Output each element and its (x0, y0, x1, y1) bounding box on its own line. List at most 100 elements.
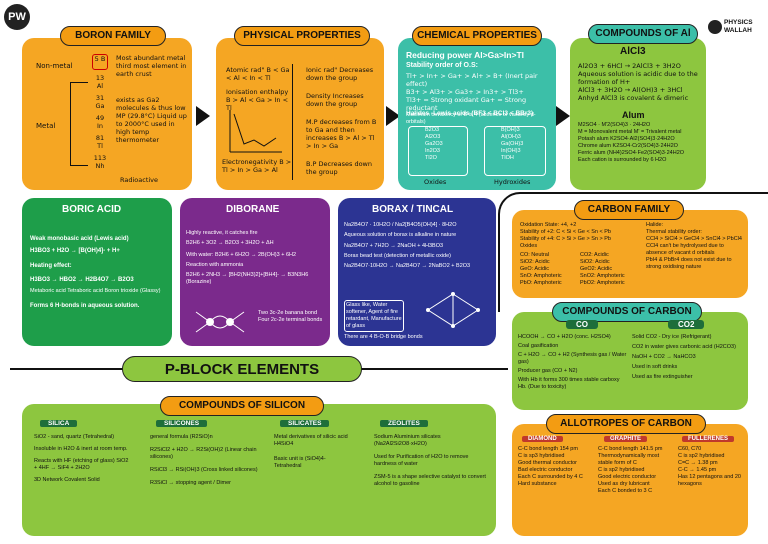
graphite-item: Good electric conductor (598, 474, 657, 480)
boron-family-title: BORON FAMILY (60, 26, 166, 46)
diborane-line: Highly reactive, it catches fire (186, 230, 258, 236)
diborane-line: B2H6 + 3O2 → B2O3 + 3H2O + ΔH (186, 240, 274, 246)
hydroxide-item: B(OH)3 (501, 127, 520, 133)
boric-line: H3BO3 → HBO2 → H2B4O7 → B2O3 (30, 276, 134, 283)
element-nh: 113 Nh (93, 154, 107, 170)
graphite-item: Used as dry lubricant (598, 481, 650, 487)
co-line: With Hb it forms 300 times stable carbox… (518, 377, 620, 390)
diborane-line: With water: B2H6 + 6H2O → 2B(OH)3 + 6H2 (186, 252, 297, 258)
boric-line: Weak monobasic acid (Lewis acid) (30, 236, 129, 242)
element-ga: 31 Ga (95, 94, 105, 110)
boiling-point: B.P Decreases down the group (306, 160, 372, 176)
diborane-title: DIBORANE (226, 204, 280, 215)
diamond-list: C-C bond length 154 pm C is sp3 hybridis… (518, 446, 592, 488)
hydroxide-item: In(OH)3 (501, 148, 521, 154)
oxide-item: Ga2O3 (425, 141, 443, 147)
diborane-lines: Highly reactive, it catches fire B2H6 + … (186, 230, 326, 286)
reducing-power: Reducing power Al>Ga>In>Tl (406, 50, 524, 60)
boric-line: Heating effect: (30, 263, 72, 269)
alcl3-lines: Al2O3 + 6HCl → 2AlCl3 + 3H2O Aqueous sol… (578, 62, 702, 102)
graphite-item: C-C bond length 141.5 pm (598, 446, 663, 452)
alum-line: Ferric alum (NH4)2SO4·Fe2(SO4)3·24H2O (578, 150, 685, 156)
silicates-list: Metal derivatives of silicic acid H4SiO4… (274, 434, 354, 470)
ionisation-graph (229, 110, 282, 153)
fullerenes-title: FULLERENES (682, 436, 735, 442)
alum-line: Each cation is surrounded by 6 H2O (578, 157, 667, 163)
oxide-right-item: SnO2: Amphoteric (580, 273, 625, 279)
physical-properties-card (216, 38, 384, 190)
element-column: 5 B 13 Al 31 Ga 49 In 81 Tl 113 Nh (92, 54, 108, 170)
halide-line: CCl4 can't be hydrolysed due to absence … (646, 243, 724, 256)
co2-label: CO2 (668, 320, 705, 329)
fullerenes-item: C-C → 1.45 pm (678, 467, 717, 473)
graphite-item: Each C bonded to 3 C (598, 488, 653, 494)
brand-name-line1: PHYSICS (724, 19, 753, 26)
oxides-right-col: CO2: Acidic SiO2: Acidic GeO2: Acidic Sn… (580, 252, 636, 287)
co2-lines: Solid CO2 - Dry ice (Refrigerant) CO2 in… (632, 334, 744, 381)
element-tl: 81 Tl (95, 134, 105, 150)
silica-item: 3D Network Covalent Solid (34, 477, 100, 483)
boric-line: H3BO3 + H2O → [B(OH)4]- + H+ (30, 247, 120, 254)
borax-line: Na2B4O7 + 7H2O → 2NaOH + 4H3BO3 (344, 243, 444, 249)
chemical-properties-title: CHEMICAL PROPERTIES (412, 26, 542, 46)
oxide-item: Al2O3 (425, 134, 441, 140)
graphite-item: Thermodynamically most stable form of C (598, 453, 660, 466)
carbon-family-card (512, 210, 748, 298)
silicates-title: SILICATES (280, 420, 330, 427)
borax-line: Aqueous solution of borax is alkaline in… (344, 232, 457, 238)
graphite-list: C-C bond length 141.5 pm Thermodynamical… (598, 446, 674, 495)
borax-card (338, 198, 496, 346)
diborane-line: B2H6 + 2NH3 → [BH2(NH3)2]+[BH4]- → B3N3H… (186, 272, 309, 285)
oxides-box: B2O3 Al2O3 Ga2O3 In2O3 Tl2O (408, 126, 468, 176)
cf-line: Stability of +2: C < Si < Ge < Sn < Pb (520, 229, 611, 235)
silicates-item: Basic unit is (SiO4)4- Tetrahedral (274, 456, 326, 469)
compounds-carbon-title: COMPOUNDS OF CARBON (552, 302, 702, 322)
fullerenes-item: C60, C70 (678, 446, 702, 452)
oxide-left-item: PbO: Amphoteric (520, 280, 562, 286)
alum-heading: Alum (622, 110, 645, 120)
max-covalency: Maximum covalency of B is 4 (absence of … (406, 112, 536, 125)
halide-line: PbI4 & PbBr4 does not exist due to stron… (646, 257, 732, 270)
fullerenes-item: Has 12 pentagons and 20 hexagons (678, 474, 741, 487)
brand-mark-icon (708, 20, 722, 34)
alcl3-line: Al2O3 + 6HCl → 2AlCl3 + 3H2O (578, 62, 681, 70)
halide-lines: Halide: Thermal stability order: CCl4 > … (646, 222, 744, 271)
alum-line: Chrome alum K2SO4·Cr2(SO4)3·24H2O (578, 143, 678, 149)
compounds-carbon-card (512, 312, 748, 410)
diamond-item: C is sp3 hybridised (518, 453, 565, 459)
stability-plus3: B3+ > Al3+ > Ga3+ > In3+ > Tl3+ (406, 88, 524, 96)
alum-line: Potash alum K2SO4·Al2(SO4)3·24H2O (578, 136, 675, 142)
alcl3-line: Anhyd AlCl3 is covalent & dimeric (578, 94, 689, 102)
note-abundant: Most abundant metal third most element i… (116, 54, 187, 78)
silica-item: Reacts with HF (etching of glass) SiO2 +… (34, 458, 129, 471)
borax-footer: There are 4 B-O-B bridge bonds (344, 334, 423, 340)
oxide-right-item: PbO2: Amphoteric (580, 280, 625, 286)
diborane-structure-icon (195, 311, 245, 333)
cf-line: Oxides (520, 243, 538, 249)
boric-line: Forms 6 H-bonds in aqueous solution. (30, 303, 140, 309)
radioactive-label: Radioactive (120, 176, 159, 184)
carbon-family-lines: Oxidation State: +4, +2 Stability of +2:… (520, 222, 640, 250)
chemical-properties-card (398, 38, 556, 190)
silicones-title: SILICONES (156, 420, 208, 427)
oxide-left-item: GeO: Acidic (520, 266, 550, 272)
co2-line: Used as fire extinguisher (632, 374, 693, 380)
co2-line: CO2 in water gives carbonic acid (H2CO3) (632, 344, 736, 350)
alum-lines: M2SO4 · M'2(SO4)3 · 24H2O M = Monovalent… (578, 122, 702, 164)
oxide-right-item: GeO2: Acidic (580, 266, 613, 272)
element-b: 5 B (92, 54, 108, 70)
co-line: Producer gas (CO + N2) (518, 368, 578, 374)
alum-line: M2SO4 · M'2(SO4)3 · 24H2O (578, 122, 651, 128)
oxide-right-item: SiO2: Acidic (580, 259, 610, 265)
fullerenes-list: C60, C70 C is sp2 hybridised C=C → 1.38 … (678, 446, 744, 488)
oxide-left-item: CO: Neutral (520, 252, 550, 258)
carbon-family-title: CARBON FAMILY (574, 200, 684, 220)
oxide-item: Tl2O (425, 155, 437, 161)
diborane-bonds-note: Two 3c-2e banana bond Four 2c-2e termina… (258, 310, 323, 323)
co-line: HCOOH → CO + H2O (conc. H2SO4) (518, 334, 611, 340)
physical-bracket (292, 64, 300, 180)
metal-label: Metal (36, 122, 56, 130)
alcl3-heading: AlCl3 (620, 46, 646, 57)
nonmetal-label: Non-metal (36, 62, 73, 70)
borax-title: BORAX / TINCAL (372, 204, 454, 215)
